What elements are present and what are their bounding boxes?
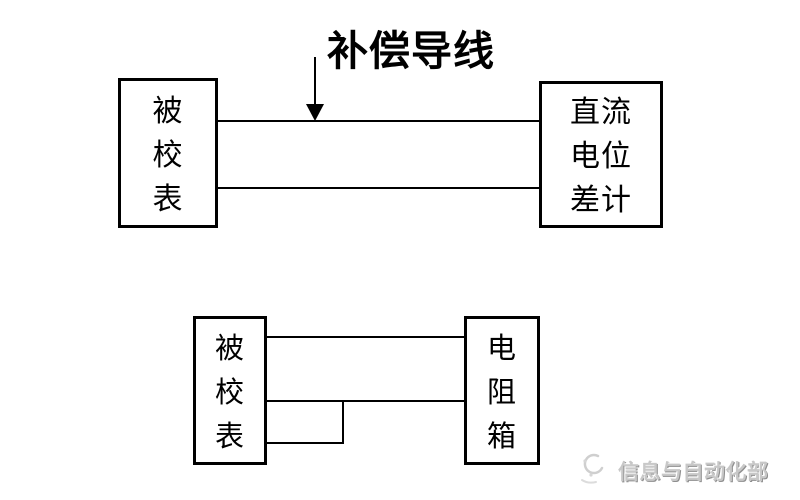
top-left-box-meter-under-test: 被校表	[118, 78, 218, 228]
bottom-wire-3-stub	[267, 442, 344, 444]
bottom-wire-1	[267, 336, 464, 338]
bottom-left-box-meter-under-test: 被校表	[193, 316, 267, 465]
bottom-left-box-label: 被校表	[214, 333, 245, 453]
down-arrow-icon	[306, 104, 324, 121]
top-wire-1	[218, 120, 539, 122]
swirl-logo-icon	[576, 449, 610, 492]
bottom-wire-2	[267, 400, 464, 402]
down-arrow-stem	[314, 57, 316, 106]
bottom-right-box-resistance-box: 电阻箱	[464, 316, 540, 465]
bottom-wire-3-riser	[342, 400, 344, 444]
watermark-text: 信息与自动化部	[618, 460, 769, 484]
top-wire-2	[218, 187, 539, 189]
watermark: 信息与自动化部	[576, 449, 769, 492]
compensation-wire-label: 补偿导线	[327, 28, 495, 74]
top-right-box-dc-potentiometer: 直流电位差计	[539, 81, 663, 228]
top-right-box-label: 直流电位差计	[570, 96, 632, 217]
top-left-box-label: 被校表	[152, 95, 184, 216]
bottom-right-box-label: 电阻箱	[486, 333, 517, 453]
